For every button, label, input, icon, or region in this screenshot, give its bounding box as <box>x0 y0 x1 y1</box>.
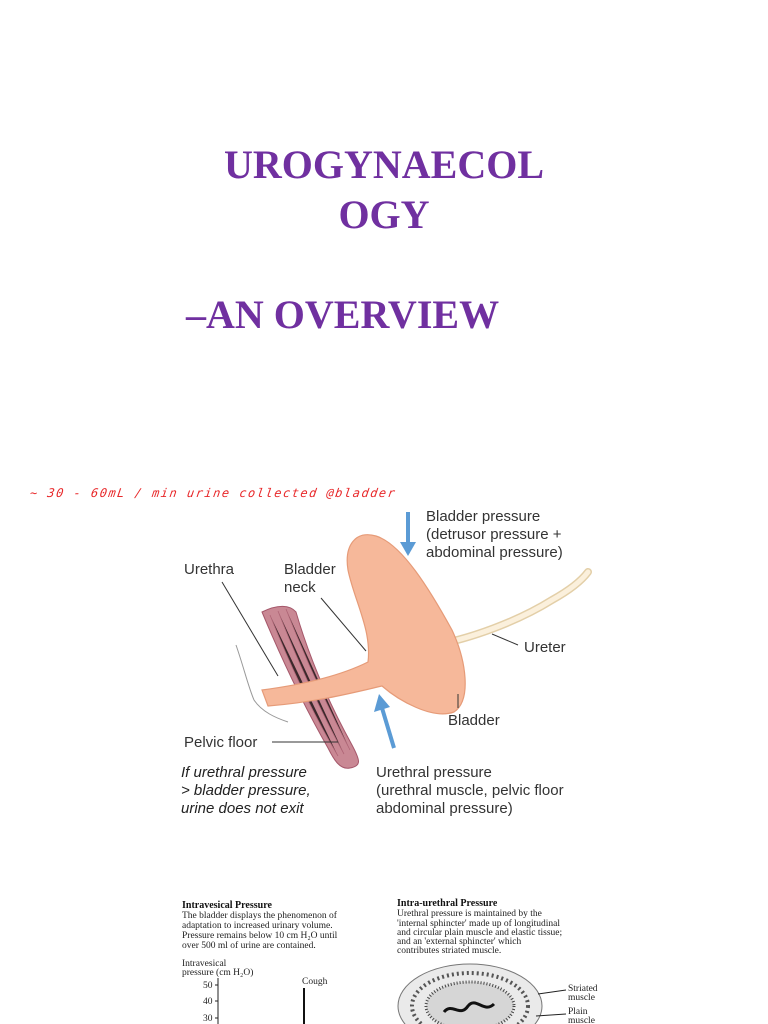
tick-50: 50 <box>203 981 213 991</box>
bladder-pressure-label-3: abdominal pressure) <box>426 544 563 561</box>
urethral-pressure-label-1: Urethral pressure <box>376 764 492 781</box>
tick-30: 30 <box>203 1014 213 1024</box>
body-outline <box>235 644 289 723</box>
intravesical-text-2: adaptation to increased urinary volume. <box>182 921 333 931</box>
intraurethral-text-3: and circular plain muscle and elastic ti… <box>397 928 562 938</box>
plain-label-2: muscle <box>568 1016 595 1024</box>
bladder-pressure-label-2: (detrusor pressure + <box>426 526 562 543</box>
bladder-neck-label-2: neck <box>284 579 316 596</box>
caption-line-1: If urethral pressure <box>181 764 307 781</box>
urethra-label: Urethra <box>184 561 235 578</box>
title-line-3: –AN OVERVIEW <box>186 292 500 337</box>
intraurethral-text-1: Urethral pressure is maintained by the <box>397 909 542 919</box>
plain-label-1: Plain <box>568 1007 588 1017</box>
bladder-pressure-label-1: Bladder pressure <box>426 508 540 525</box>
intravesical-text-1: The bladder displays the phenomenon of <box>182 910 338 921</box>
ureter-label: Ureter <box>524 639 566 656</box>
bladder-neck-label-1: Bladder <box>284 561 336 578</box>
axis-label-1: Intravesical <box>182 959 227 969</box>
pelvic-floor-label: Pelvic floor <box>184 734 257 751</box>
urethral-pressure-label-3: abdominal pressure) <box>376 800 513 817</box>
bladder-label: Bladder <box>448 712 500 729</box>
urethra-cross-section <box>397 963 543 1024</box>
tick-40: 40 <box>203 997 213 1007</box>
bladder-shape <box>261 534 466 715</box>
intraurethral-text-5: contributes striated muscle. <box>397 946 501 956</box>
striated-label-1: Striated <box>568 984 598 994</box>
up-arrow-icon <box>374 694 396 749</box>
caption-line-3: urine does not exit <box>181 800 304 817</box>
cough-label: Cough <box>302 977 328 987</box>
intravesical-heading: Intravesical Pressure <box>182 900 272 911</box>
intraurethral-text-4: and an 'external sphincter' which <box>397 937 521 947</box>
axis-label-2: pressure (cm H₂O) <box>182 967 253 978</box>
intravesical-text-4: over 500 ml of urine are contained. <box>182 940 316 951</box>
intraurethral-heading: Intra-urethral Pressure <box>397 898 498 909</box>
caption-line-2: > bladder pressure, <box>181 782 311 799</box>
urethral-pressure-label-2: (urethral muscle, pelvic floor <box>376 782 564 799</box>
title-line-2: OGY <box>338 192 430 237</box>
striated-label-2: muscle <box>568 993 595 1003</box>
title-line-1: UROGYNAECOL <box>223 142 545 187</box>
intravesical-text-3: Pressure remains below 10 cm H₂O until <box>182 931 338 941</box>
down-arrow-icon <box>400 512 416 556</box>
intraurethral-text-2: 'internal sphincter' made up of longitud… <box>397 918 560 929</box>
